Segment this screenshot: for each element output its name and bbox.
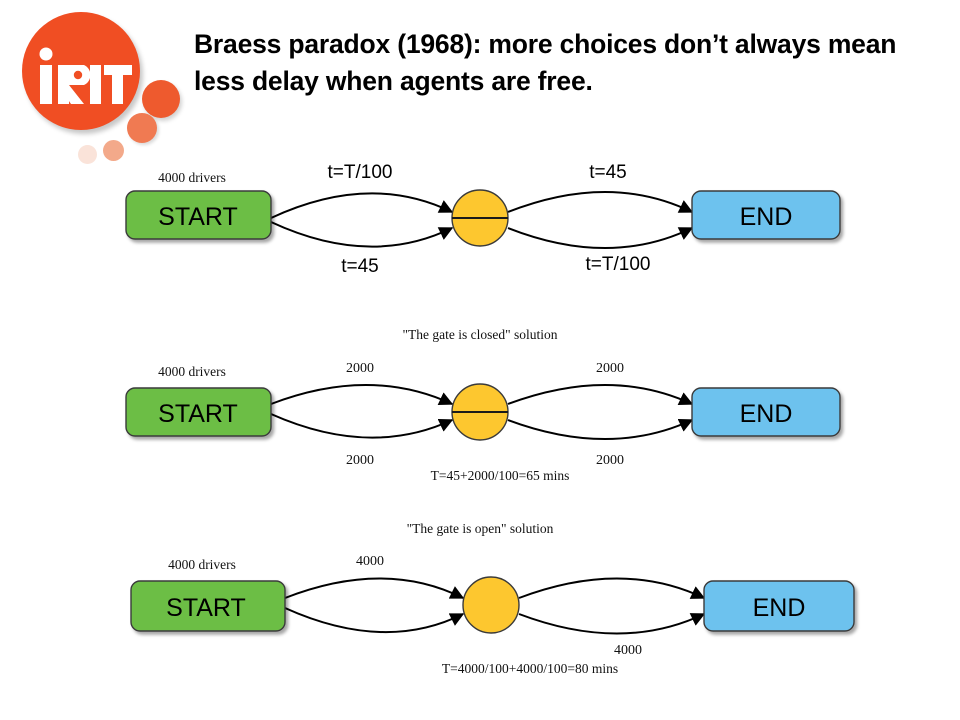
edge-end-bottom bbox=[507, 227, 694, 249]
edge-start-top bbox=[270, 192, 454, 219]
drivers-label: 4000 drivers bbox=[158, 170, 226, 185]
node-end-label: END bbox=[740, 203, 793, 231]
node-end[interactable]: END bbox=[703, 580, 855, 632]
edge-label-start-bottom: t=45 bbox=[341, 256, 379, 277]
node-start[interactable]: START bbox=[125, 387, 272, 437]
logo-bubble-4 bbox=[78, 145, 97, 164]
diagram-gate-open: START END 4000 drivers 4000 4000 T=4000/… bbox=[0, 545, 960, 680]
edge-label-end-top: t=45 bbox=[589, 162, 627, 183]
node-end[interactable]: END bbox=[691, 190, 841, 240]
logo-bubble-1 bbox=[142, 80, 180, 118]
logo-wordmark-irit bbox=[39, 47, 132, 104]
slide-title: Braess paradox (1968): more choices don’… bbox=[194, 29, 897, 96]
node-start-label: START bbox=[158, 203, 238, 231]
drivers-label: 4000 drivers bbox=[168, 557, 236, 572]
node-end[interactable]: END bbox=[691, 387, 841, 437]
edge-label-start-top: 2000 bbox=[346, 361, 374, 376]
edge-start-bottom bbox=[284, 607, 465, 633]
edge-start-top bbox=[270, 384, 454, 406]
edge-label-end-bottom: 4000 bbox=[614, 643, 642, 658]
diagram-braess-model: START END 4000 drivers t=T/100 t=45 t=45… bbox=[0, 160, 960, 295]
diagram-gate-closed: START END 4000 drivers 2000 2000 2000 20… bbox=[0, 352, 960, 487]
edge-label-start-top: t=T/100 bbox=[328, 162, 393, 183]
node-gate[interactable] bbox=[451, 189, 509, 247]
edge-end-top bbox=[507, 191, 694, 213]
node-gate[interactable] bbox=[451, 383, 509, 441]
edge-end-top bbox=[518, 577, 706, 599]
edge-label-start-bottom: 2000 bbox=[346, 453, 374, 468]
edge-start-bottom bbox=[270, 413, 454, 439]
node-end-label: END bbox=[753, 594, 806, 622]
edge-end-bottom bbox=[507, 418, 694, 440]
logo-bubble-3 bbox=[103, 140, 124, 161]
edge-start-top bbox=[284, 577, 465, 599]
caption-gate-closed: "The gate is closed" solution bbox=[402, 327, 558, 342]
edge-end-bottom bbox=[518, 613, 706, 635]
node-start-label: START bbox=[166, 594, 246, 622]
formula-label: T=4000/100+4000/100=80 mins bbox=[442, 661, 618, 676]
irit-logo bbox=[14, 8, 184, 168]
logo-bubble-2 bbox=[127, 113, 157, 143]
formula-label: T=45+2000/100=65 mins bbox=[431, 468, 570, 483]
drivers-label: 4000 drivers bbox=[158, 364, 226, 379]
node-gate[interactable] bbox=[462, 576, 520, 634]
node-end-label: END bbox=[740, 400, 793, 428]
edge-start-bottom bbox=[270, 221, 454, 248]
edge-label-end-top: 2000 bbox=[596, 361, 624, 376]
node-start[interactable]: START bbox=[125, 190, 272, 240]
node-start-label: START bbox=[158, 400, 238, 428]
edge-label-end-bottom: 2000 bbox=[596, 453, 624, 468]
edge-label-end-bottom: t=T/100 bbox=[586, 254, 651, 275]
caption-gate-open: "The gate is open" solution bbox=[406, 521, 554, 536]
edge-label-start-top: 4000 bbox=[356, 554, 384, 569]
node-start[interactable]: START bbox=[130, 580, 286, 632]
edge-end-top bbox=[507, 384, 694, 406]
